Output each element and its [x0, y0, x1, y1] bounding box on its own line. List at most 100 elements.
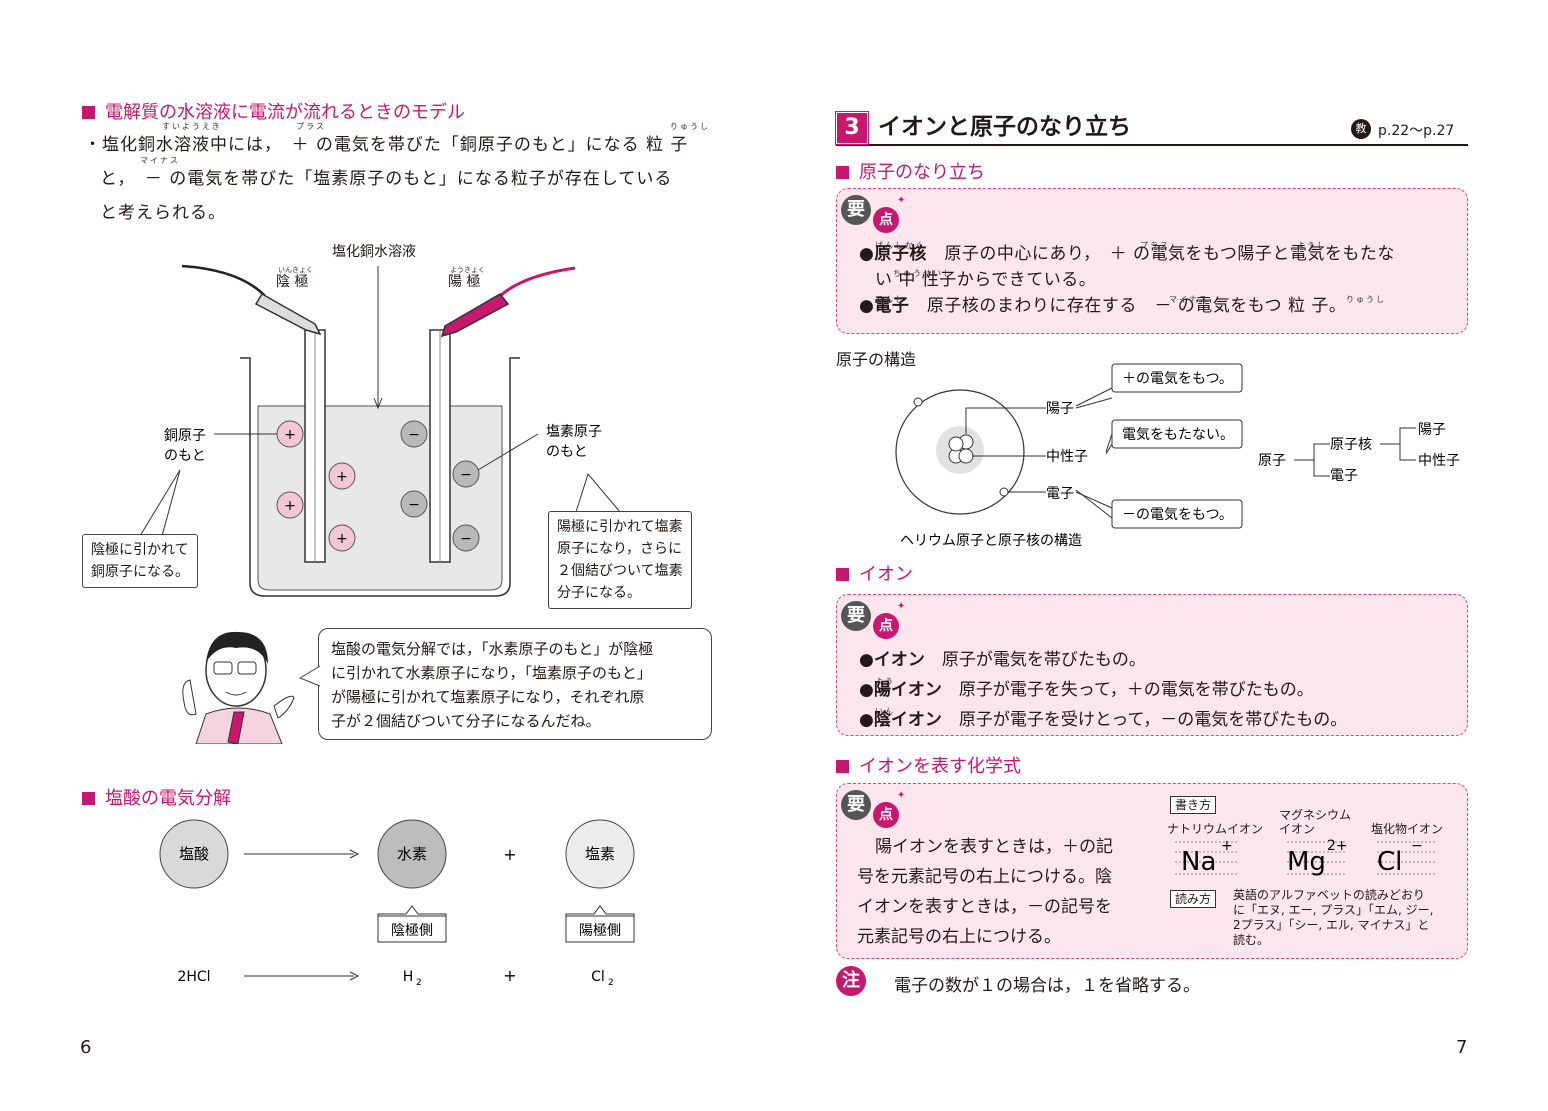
point-nucleus: ●原子核 原子の中心にあり， ＋ の電気をもつ陽子と電気をもたな [859, 244, 1395, 264]
svg-text:+: + [1221, 838, 1233, 854]
key-point-box-ion: 要 点 ✦ よう いん ●イオン 原子が電気を帯びたもの。 ●陽イオン 原子が電… [836, 594, 1468, 736]
svg-text:陽極側: 陽極側 [579, 923, 621, 939]
key-point-box-formula: 要 点 ✦ 陽イオンを表すときは，＋の記 号を元素記号の右上につける。陰 イオン… [836, 783, 1468, 959]
copper-ion-2: + [328, 462, 356, 490]
speech-tail [298, 665, 321, 687]
note-text: 電子の数が１の場合は，１を省略する。 [894, 976, 1200, 996]
svg-text:−: − [1411, 838, 1423, 854]
section-title-atom: 原子のなり立ち [836, 158, 985, 184]
teacher-illustration [182, 631, 295, 744]
electron-orbit [895, 389, 1025, 515]
svg-text:塩酸: 塩酸 [179, 845, 209, 863]
node-hcl: 塩酸 [159, 819, 229, 889]
svg-text:2: 2 [608, 978, 614, 988]
cathode-clip [254, 292, 322, 336]
svg-text:−: − [408, 497, 420, 513]
anode-clip [440, 293, 510, 338]
chapter-title: イオンと原子のなり立ち [878, 114, 1131, 140]
svg-text:陽子: 陽子 [1418, 422, 1446, 438]
svg-text:+: + [284, 498, 296, 514]
structure-caption: ヘリウム原子と原子核の構造 [900, 533, 1082, 549]
svg-text:+: + [336, 531, 348, 547]
how-to-write-tag: 書き方 [1170, 796, 1217, 814]
square-bullet-icon [836, 568, 849, 581]
svg-text:2: 2 [416, 978, 422, 988]
solution-label: 塩化銅水溶液 [332, 244, 416, 260]
label-box-electron [1111, 499, 1243, 529]
svg-text:水素: 水素 [397, 845, 427, 863]
intro-line-3: と考えられる。 [100, 203, 226, 223]
svg-text:＋の電気をもつ。: ＋の電気をもつ。 [1122, 371, 1233, 387]
formula-cl: Cl [1377, 847, 1402, 877]
copper-ion-4: + [328, 524, 356, 552]
svg-text:+: + [284, 427, 296, 443]
beaker [240, 357, 520, 597]
tag-anode-side [565, 915, 635, 943]
reading-note: 英語のアルファベットの読みどおり に「エヌ, エー, プラス」「エム, ジー, … [1233, 888, 1434, 947]
intro-line-2: と， － の電気を帯びた「塩素原子のもと」になる粒子が存在している [100, 169, 673, 189]
tag-cathode-side [377, 915, 447, 943]
svg-text:－の電気をもつ。: －の電気をもつ。 [1122, 507, 1233, 523]
hcl-electrolysis-diagram: 塩酸 水素 + 塩素 陰極側 陽極側 2HCl H 2 + Cl 2 [159, 819, 635, 988]
section-title-model: 電解質の水溶液に電流が流れるときのモデル [82, 98, 465, 124]
ion-points: よう いん ●イオン 原子が電気を帯びたもの。 ●陽イオン 原子が電子を失って，… [859, 645, 1459, 735]
svg-text:+: + [503, 966, 516, 985]
square-bullet-icon [82, 792, 95, 805]
section-title-formula: イオンを表す化学式 [836, 752, 1021, 778]
copper-label-1: 銅原子 [164, 428, 206, 444]
svg-text:原子核: 原子核 [1330, 437, 1372, 453]
speech-bubble: 塩酸の電気分解では，「水素原子のもと」が陰極 に引かれて水素原子になり，「塩素原… [318, 628, 712, 740]
sparkle-icon: ✦ [897, 195, 906, 206]
svg-text:陽子: 陽子 [1046, 401, 1074, 417]
chapter-number-badge: 3 [835, 111, 869, 145]
electron-2 [999, 487, 1009, 497]
electron-1 [913, 397, 923, 407]
label-box-proton [1111, 363, 1243, 393]
formula-text: 陽イオンを表すときは，＋の記 号を元素記号の右上につける。陰 イオンを表すときは… [857, 837, 1113, 947]
point-anion: ●陰イオン 原子が電子を受けとって，－の電気を帯びたもの。 [859, 710, 1348, 730]
chloride-ion-1: − [400, 420, 428, 448]
formula-mg: Mg [1287, 847, 1326, 877]
copper-ion-3: + [276, 491, 304, 519]
anode-wire [496, 266, 576, 300]
svg-text:電気をもたない。: 電気をもたない。 [1122, 427, 1234, 443]
chloride-ion-4: − [452, 524, 480, 552]
square-bullet-icon [836, 166, 849, 179]
svg-text:中性子: 中性子 [1418, 453, 1460, 469]
svg-text:−: − [460, 467, 472, 483]
point-ion: ●イオン 原子が電気を帯びたもの。 [859, 650, 1146, 670]
formula-cl2: Cl [591, 969, 605, 985]
key-point-box-atom: 要 点 ✦ げんしかく プラス ようし ●原子核 原子の中心にあり， ＋ の電気… [836, 188, 1468, 334]
svg-text:−: − [460, 531, 472, 547]
section-title-electrolysis: 塩酸の電気分解 [82, 784, 231, 810]
chloride-ion-3: − [400, 490, 428, 518]
atom-points: げんしかく プラス ようし ●原子核 原子の中心にあり， ＋ の電気をもつ陽子と… [859, 241, 1459, 319]
svg-text:ようきょく: ようきょく [450, 266, 485, 274]
label-box-neutron [1111, 419, 1243, 449]
how-to-read-tag: 読み方 [1170, 890, 1217, 908]
ion-formula-examples: Na + Mg 2+ Cl − [1175, 838, 1437, 877]
anode-label: 陽 極 [448, 274, 480, 290]
node-hydrogen: 水素 [377, 819, 447, 889]
callout-anode: 陽極に引かれて塩素 原子になり，さらに ２個結びついて塩素 分子になる。 [548, 511, 692, 609]
svg-text:いんきょく: いんきょく [278, 266, 313, 274]
svg-text:−: − [408, 427, 420, 443]
svg-text:中性子: 中性子 [1046, 449, 1088, 465]
copper-label-2: のもと [164, 448, 206, 464]
cathode-label: 陰 極 [276, 274, 308, 290]
copper-ion-1: + [276, 420, 304, 448]
intro-line-1: ・塩化銅水溶液中には， ＋ の電気を帯びた「銅原子のもと」になる 粒 子 [84, 135, 689, 155]
page-number-right: 7 [1456, 1037, 1468, 1058]
textbook-page-ref: p.22～p.27 [1378, 123, 1455, 139]
intro-paragraph: すいようえき プラス りゅうし ・塩化銅水溶液中には， ＋ の電気を帯びた「銅原… [84, 122, 724, 230]
section-title-ion: イオン [836, 560, 913, 586]
callout-cathode: 陰極に引かれて 銅原子になる。 [82, 534, 198, 588]
node-chlorine: 塩素 [565, 819, 635, 889]
svg-text:2+: 2+ [1327, 838, 1348, 854]
page-number-left: 6 [80, 1037, 92, 1058]
chlorine-label-2: のもと [546, 444, 588, 460]
note-icon: 注 [836, 966, 866, 996]
formula-na: Na [1181, 847, 1216, 877]
chloride-ion-2: − [452, 460, 480, 488]
sparkle-icon: ✦ [897, 790, 906, 801]
